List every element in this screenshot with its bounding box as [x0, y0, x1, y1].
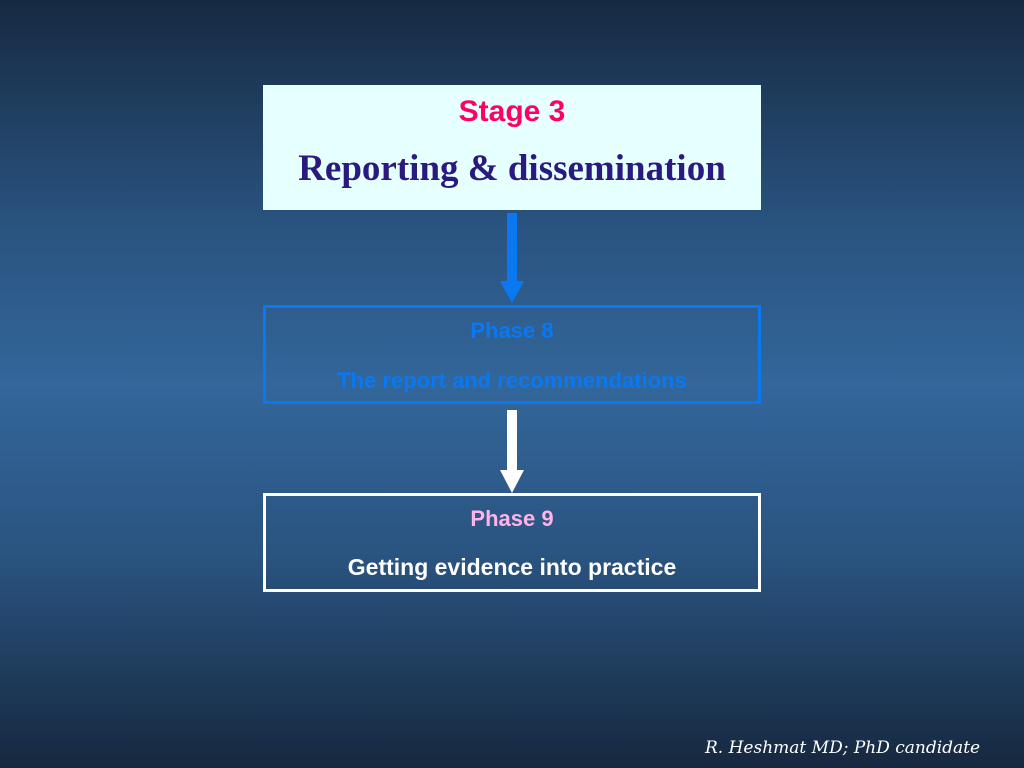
stage-title: Reporting & dissemination	[298, 148, 726, 189]
author-credit: R. Heshmat MD; PhD candidate	[705, 738, 981, 758]
phase-9-label: Phase 9	[470, 506, 554, 531]
phase-8-label: Phase 8	[470, 318, 554, 343]
phase-9-title: Getting evidence into practice	[347, 554, 677, 580]
down-arrow-icon	[500, 410, 524, 493]
stage-box: Stage 3 Reporting & dissemination	[263, 85, 761, 210]
phase-8-box: Phase 8 The report and recommendations	[263, 305, 761, 404]
phase-9-box: Phase 9 Getting evidence into practice	[263, 493, 761, 592]
down-arrow-icon	[500, 213, 524, 303]
stage-label: Stage 3	[458, 95, 566, 128]
phase-8-title: The report and recommendations	[337, 368, 687, 393]
